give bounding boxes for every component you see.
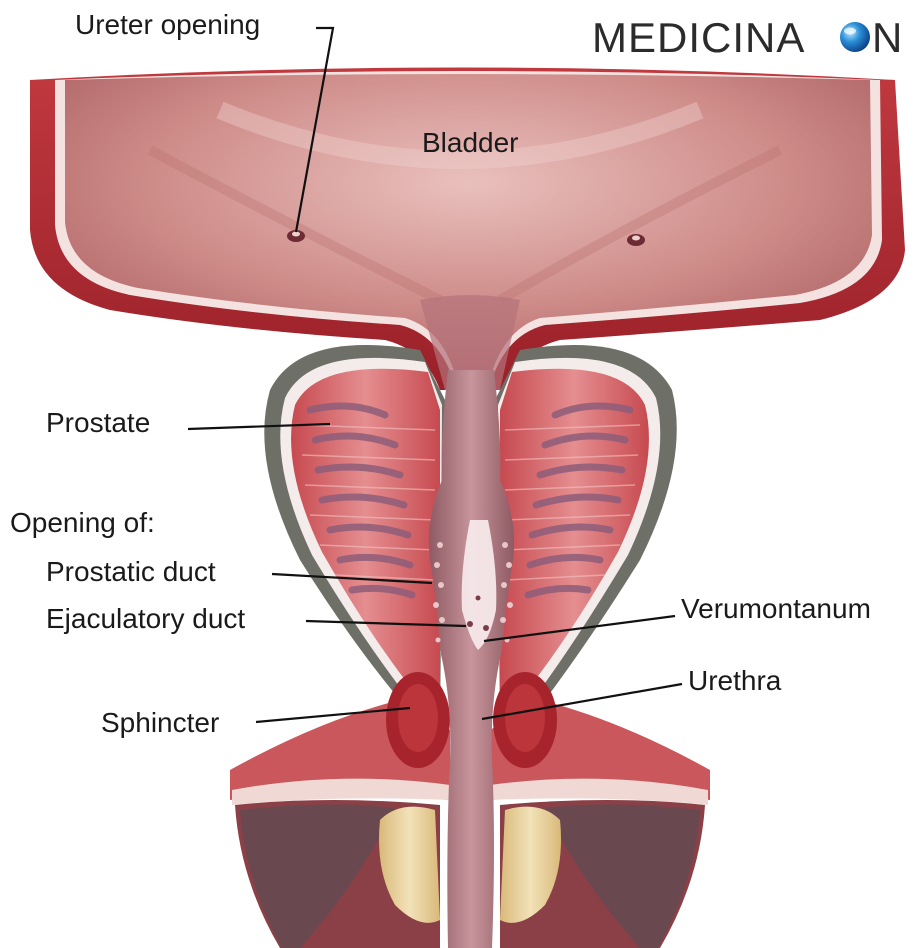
brand-logo: MEDICINA N	[592, 14, 903, 61]
label-prostatic-duct: Prostatic duct	[46, 556, 216, 587]
label-verumontanum: Verumontanum	[681, 593, 871, 624]
label-ejaculatory-duct: Ejaculatory duct	[46, 603, 245, 634]
label-ureter-opening: Ureter opening	[75, 9, 260, 40]
ejaculatory-duct-opening	[467, 621, 473, 627]
brand-text: MEDICINA	[592, 14, 805, 61]
globe-icon	[840, 22, 870, 52]
label-urethra: Urethra	[688, 665, 782, 696]
label-opening-of: Opening of:	[10, 507, 155, 538]
brand-text-n: N	[872, 14, 903, 61]
bladder-region	[30, 68, 905, 391]
label-bladder: Bladder	[422, 127, 519, 158]
label-sphincter: Sphincter	[101, 707, 219, 738]
label-prostate: Prostate	[46, 407, 150, 438]
